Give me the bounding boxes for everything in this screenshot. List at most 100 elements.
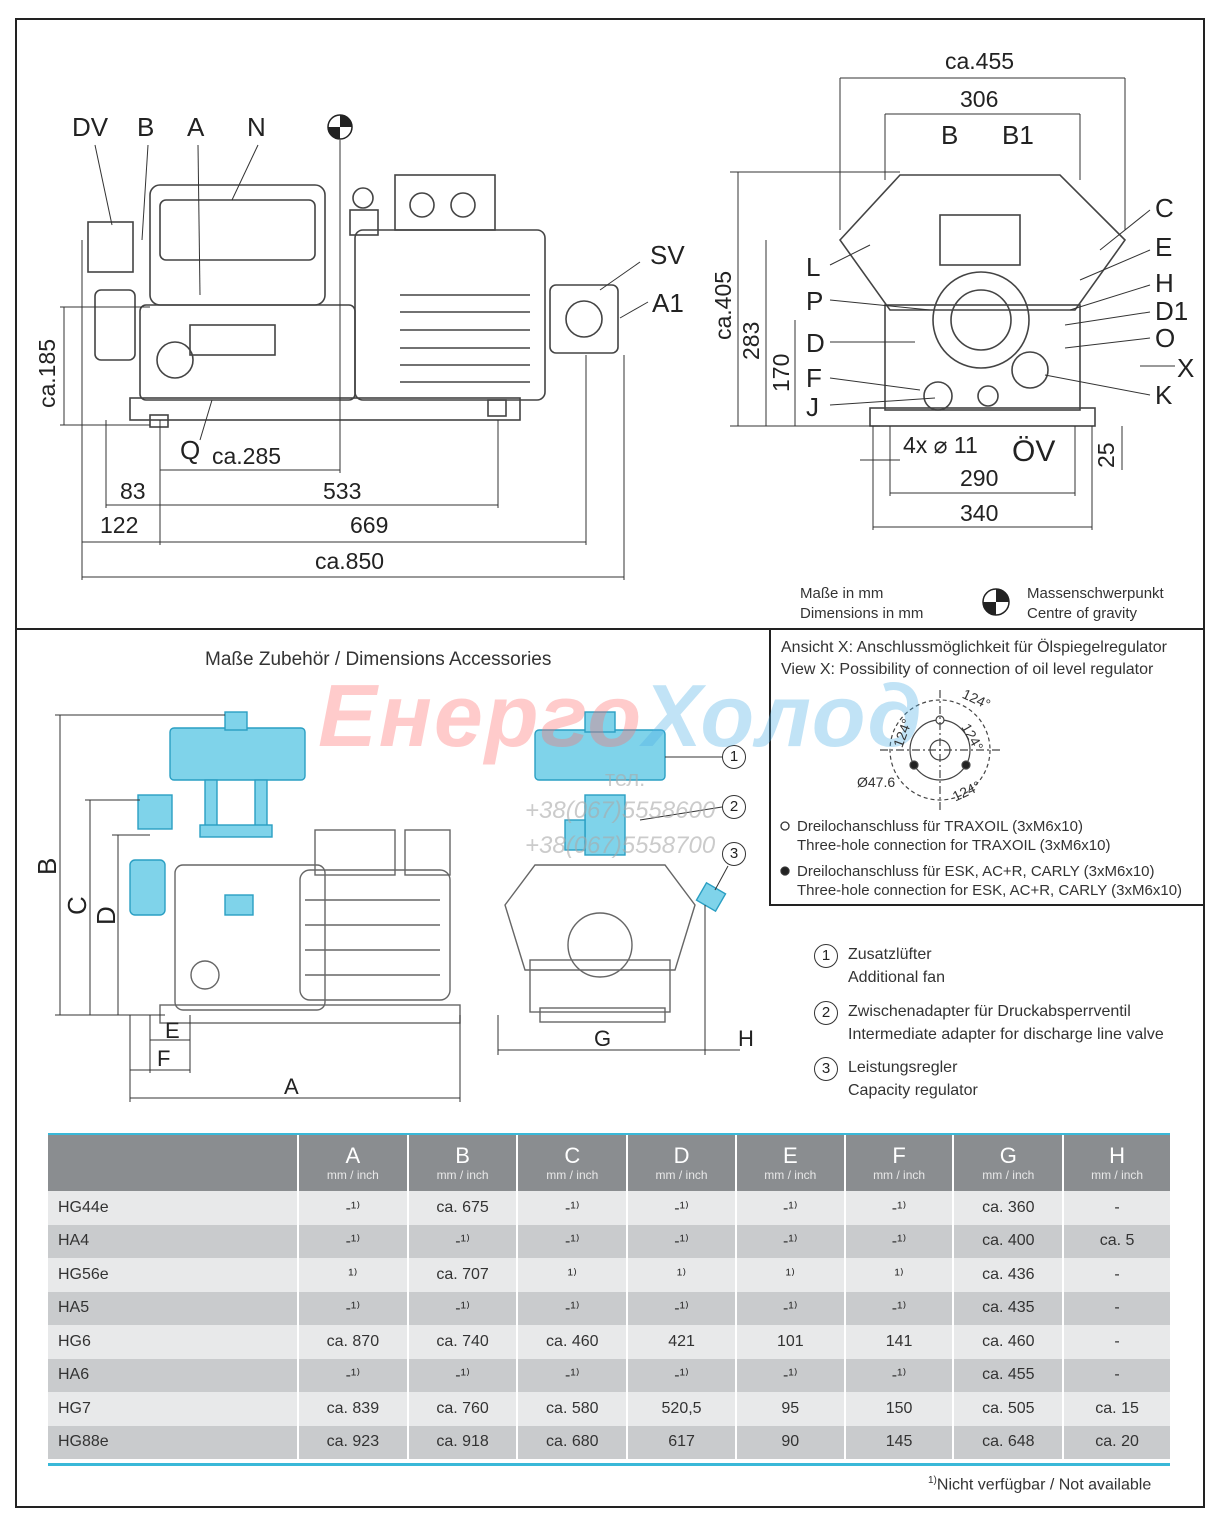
dim-290: 290 [960,465,999,491]
acc-list-num-2: 2 [814,1001,838,1025]
table-cell-model: HG88e [48,1425,299,1459]
acc-list-de-1: Zusatzlüfter [848,946,932,963]
table-cell: 421 [627,1325,737,1359]
table-cell: -¹⁾ [407,1358,519,1392]
table-cell-model: HA4 [48,1224,299,1258]
col-f-head: F [892,1143,906,1168]
view-x-line1: Ansicht X: Anschlussmöglichkeit für Ölsp… [781,639,1167,656]
table-cell: - [1063,1358,1170,1392]
table-cell: ca. 580 [517,1392,629,1426]
label-r-b: B [941,120,959,150]
table-cell: -¹⁾ [407,1224,519,1258]
view-x-open-de: Dreilochanschluss für TRAXOIL (3xM6x10) [797,818,1083,835]
col-e-head: E [782,1143,798,1168]
table-cell: -¹⁾ [298,1291,409,1325]
table-cell: -¹⁾ [298,1358,409,1392]
table-cell: 95 [735,1392,846,1426]
table-cell-model: HG6 [48,1325,299,1359]
table-cell: 101 [735,1325,846,1359]
watermark-phone1: +38(067)5558600 [525,797,716,824]
dim-122: 122 [100,512,139,538]
col-h-unit: mm / inch [1091,1168,1144,1182]
col-a-unit: mm / inch [326,1168,379,1182]
table-cell: ca. 923 [298,1425,409,1459]
view-x-open-en: Three-hole connection for TRAXOIL (3xM6x… [797,837,1111,854]
col-h-head: H [1109,1143,1126,1168]
table-cell: ca. 460 [517,1325,629,1359]
dim-306: 306 [960,86,999,112]
table-cell: ca. 505 [953,1392,1065,1426]
table-cell: -¹⁾ [517,1191,629,1225]
label-r-p: P [806,286,824,316]
label-r-x: X [1177,353,1195,383]
footnote: 1)Nicht verfügbar / Not available [928,1474,1151,1496]
callout-1: 1 [722,745,746,769]
watermark-part1: Енерго [318,666,644,765]
table-cell: ¹⁾ [517,1258,629,1292]
table-cell: -¹⁾ [627,1191,737,1225]
bottom-frame [15,628,1205,1508]
acc-list-de-2: Zwischenadapter für Druckabsperrventil [848,1003,1131,1020]
table-cell: -¹⁾ [298,1191,409,1225]
table-cell: ca. 870 [298,1325,409,1359]
table-cell: ¹⁾ [735,1258,846,1292]
label-r-c: C [1155,193,1174,223]
dim-holes: 4x ⌀ 11 [903,432,978,458]
table-cell: ca. 760 [407,1392,519,1426]
table-cell: -¹⁾ [735,1224,846,1258]
table-cell-model: HG7 [48,1392,299,1426]
table-cell: - [1063,1191,1170,1225]
table-header-model [48,1135,299,1191]
table-cell: ca. 918 [407,1425,519,1459]
acc-label-c: C [62,896,92,915]
label-n: N [247,112,266,142]
col-b-unit: mm / inch [436,1168,489,1182]
dim-340: 340 [960,500,999,526]
table-cell: ¹⁾ [298,1258,409,1292]
table-cell: ca. 680 [517,1425,629,1459]
table-cell: -¹⁾ [298,1224,409,1258]
col-d-unit: mm / inch [655,1168,708,1182]
table-cell: ca. 675 [407,1191,519,1225]
table-cell: ¹⁾ [844,1258,955,1292]
col-c-head: C [564,1143,581,1168]
label-r-d: D [806,328,825,358]
col-a-head: A [345,1143,361,1168]
table-cell: ¹⁾ [627,1258,737,1292]
dim-ca455: ca.455 [945,48,1015,74]
table-cell: ca. 435 [953,1291,1065,1325]
acc-label-g: G [594,1026,612,1051]
acc-label-a: A [284,1074,299,1099]
table-cell: -¹⁾ [735,1358,846,1392]
table-row: HG44e-¹⁾ca. 675-¹⁾-¹⁾-¹⁾-¹⁾ca. 360- [48,1191,1170,1225]
legend-cog-de: Massenschwerpunkt [1027,585,1164,602]
accessories-title: Maße Zubehör / Dimensions Accessories [205,649,552,670]
table-cell: 617 [627,1425,737,1459]
col-e-unit: mm / inch [764,1168,817,1182]
dim-669: 669 [350,512,389,538]
table-cell: -¹⁾ [517,1358,629,1392]
table-cell: -¹⁾ [844,1358,955,1392]
acc-label-d: D [91,906,121,925]
table-top-rule [48,1133,1170,1136]
table-bottom-rule [48,1463,1170,1466]
acc-label-e: E [165,1018,180,1043]
table-cell: 145 [844,1425,955,1459]
col-c-unit: mm / inch [546,1168,599,1182]
acc-list-de-3: Leistungsregler [848,1059,958,1076]
label-r-o: O [1155,323,1176,353]
label-r-ov: ÖV [1012,435,1056,468]
callout-2: 2 [722,795,746,819]
table-cell: ca. 360 [953,1191,1065,1225]
view-x-filled-en: Three-hole connection for ESK, AC+R, CAR… [797,882,1183,899]
label-r-d1: D1 [1155,296,1189,326]
